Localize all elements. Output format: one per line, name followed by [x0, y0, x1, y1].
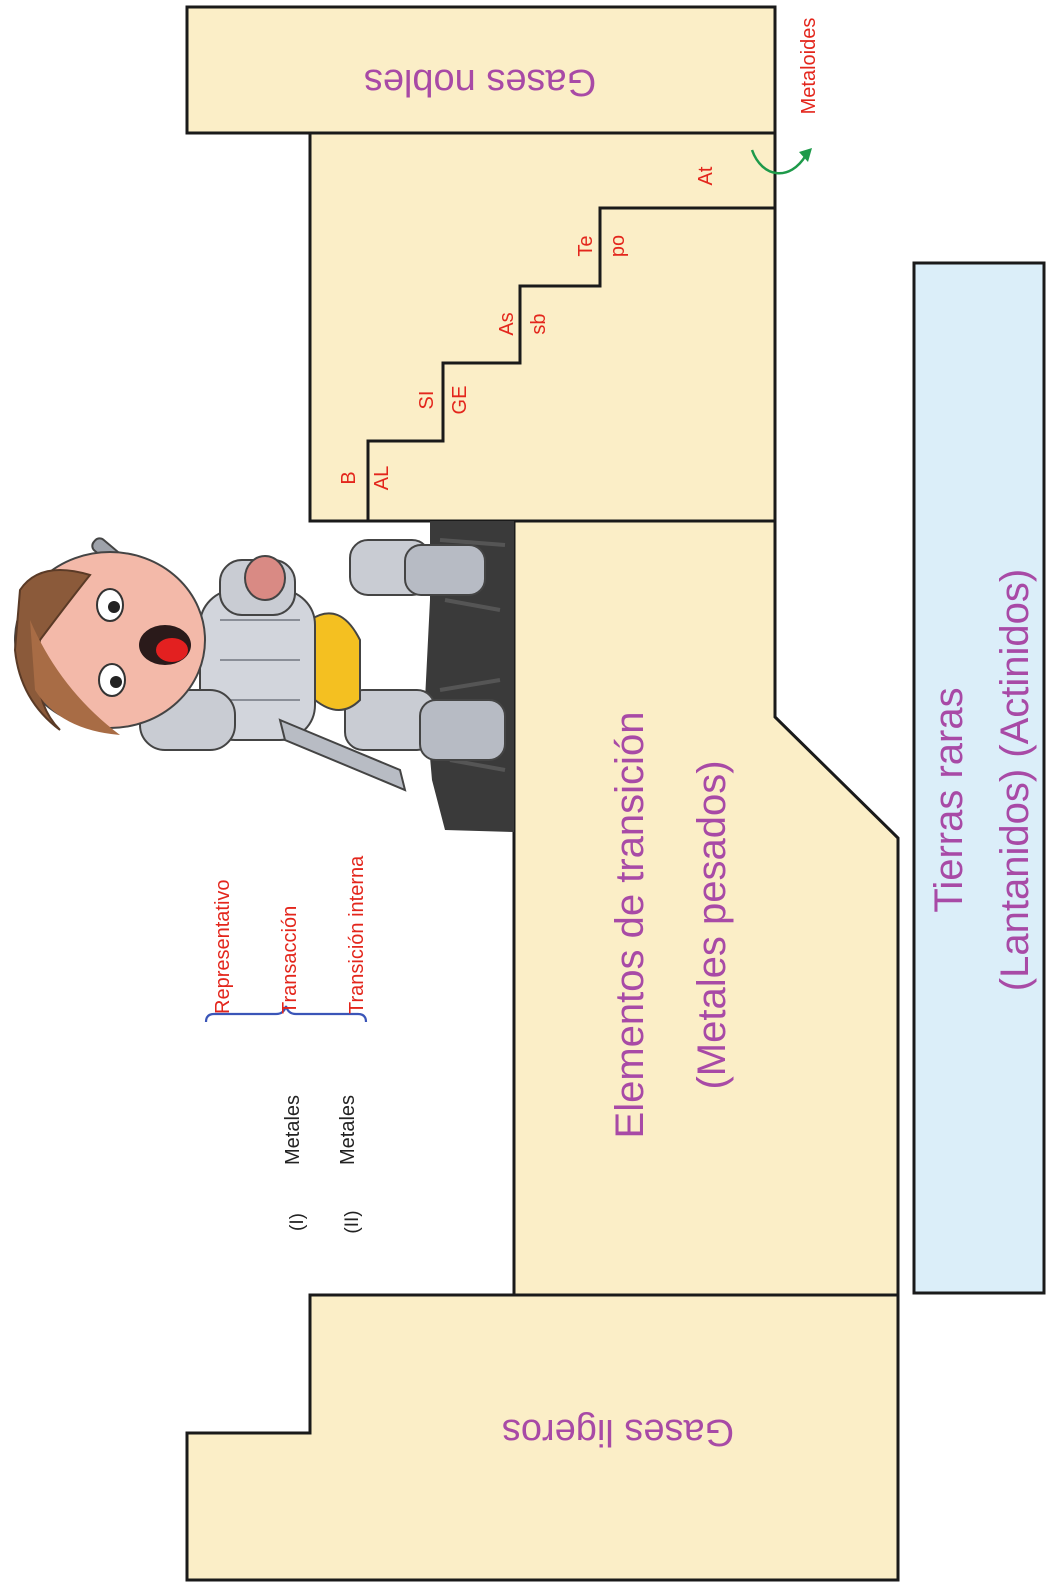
rare-earths-label-line1: Tierras raras [927, 687, 971, 912]
legend-row2-word: Metales [337, 1095, 359, 1165]
legend-branch-transicion-interna: Transición interna [346, 855, 368, 1014]
element-po: po [607, 235, 629, 257]
legend-row1-word: Metales [282, 1095, 304, 1165]
legend-branch-transaccion: Transacción [279, 906, 301, 1014]
rare-earths-label-line2: (Lantanidos) (Actinidos) [993, 569, 1037, 991]
element-al: AL [371, 466, 393, 490]
element-te: Te [575, 235, 597, 256]
knight-tongue [156, 638, 188, 662]
legend-row1-numeral: (I) [287, 1213, 308, 1231]
element-si: SI [416, 391, 438, 410]
legend-row2-numeral: (II) [342, 1210, 363, 1233]
element-as: As [496, 312, 518, 335]
knight-pupil-left [108, 601, 120, 613]
knight-illustration [15, 521, 514, 832]
knight-belt [310, 613, 360, 710]
element-sb: sb [528, 313, 550, 334]
metaloides-label: Metaloides [798, 18, 820, 115]
element-ge: GE [449, 386, 471, 415]
knight-pupil-right [110, 676, 122, 688]
knight-boot-lower [420, 700, 505, 760]
legend-branch-representativo: Representativo [212, 879, 234, 1014]
noble-gases-label: Gases nobles [364, 61, 596, 103]
light-gases-label: Gases ligeros [502, 1411, 734, 1453]
element-at: At [695, 166, 717, 185]
transition-label-line1: Elementos de transición [608, 712, 652, 1139]
metaloides-arrowhead-icon [799, 148, 812, 162]
transition-label-line2: (Metales pesados) [690, 760, 734, 1089]
element-b: B [338, 471, 360, 484]
knight-boot-upper [405, 545, 485, 595]
knight-fist [245, 556, 285, 600]
